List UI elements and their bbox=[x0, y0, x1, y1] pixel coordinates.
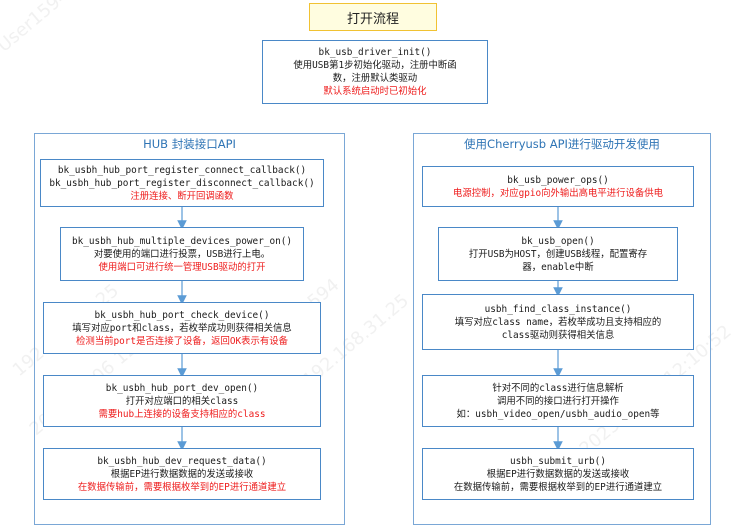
function-name: bk_usbh_hub_multiple_devices_power_on() bbox=[71, 235, 293, 247]
description-text: 打开USB为HOST，创建USB线程，配置寄存 bbox=[468, 248, 648, 260]
note-text: 在数据传输前，需要根据枚举到的EP进行通道建立 bbox=[77, 481, 287, 493]
description-text: 根据EP进行数据数据的发送或接收 bbox=[110, 468, 254, 480]
note-text: 电源控制，对应gpio向外输出高电平进行设备供电 bbox=[452, 187, 664, 199]
description-text: 填写对应port和class，若枚举成功则获得相关信息 bbox=[72, 322, 292, 334]
hub-register-callback-box: bk_usbh_hub_port_register_connect_callba… bbox=[40, 159, 324, 207]
description-text: 器，enable中断 bbox=[522, 261, 594, 273]
function-name: bk_usbh_hub_port_register_disconnect_cal… bbox=[49, 177, 315, 189]
hub-api-group: HUB 封装接口API bbox=[34, 133, 345, 525]
usb-power-ops-box: bk_usb_power_ops() 电源控制，对应gpio向外输出高电平进行设… bbox=[422, 166, 694, 207]
description-text: 填写对应class name，若枚举成功且支持相应的 bbox=[454, 316, 662, 328]
note-text: 检测当前port是否连接了设备，返回OK表示有设备 bbox=[76, 335, 288, 347]
note-text: 默认系统启动时已初始化 bbox=[323, 86, 427, 97]
description-text: 打开对应端口的相关class bbox=[125, 395, 239, 407]
note-text: 需要hub上连接的设备支持相应的class bbox=[98, 408, 266, 420]
description-text: 针对不同的class进行信息解析 bbox=[492, 382, 624, 394]
usb-open-box: bk_usb_open() 打开USB为HOST，创建USB线程，配置寄存 器，… bbox=[438, 227, 678, 281]
group-title: HUB 封装接口API bbox=[143, 137, 236, 151]
note-text: 使用端口可进行统一管理USB驱动的打开 bbox=[98, 261, 266, 273]
function-name: bk_usbh_hub_port_dev_open() bbox=[105, 382, 259, 394]
cherryusb-api-group: 使用Cherryusb API进行驱动开发使用 bbox=[413, 133, 711, 525]
hub-check-device-box: bk_usbh_hub_port_check_device() 填写对应port… bbox=[43, 302, 321, 354]
function-name: bk_usb_power_ops() bbox=[507, 174, 609, 186]
flow-title: 打开流程 bbox=[309, 3, 437, 31]
function-name: usbh_submit_urb() bbox=[510, 455, 606, 467]
driver-init-box: bk_usb_driver_init() 使用USB第1步初始化驱动，注册中断函… bbox=[262, 40, 488, 104]
submit-urb-box: usbh_submit_urb() 根据EP进行数据数据的发送或接收 在数据传输… bbox=[422, 448, 694, 500]
note-text: 注册连接、断开回调函数 bbox=[130, 190, 234, 202]
description-text: 使用USB第1步初始化驱动，注册中断函 bbox=[293, 60, 457, 71]
group-title: 使用Cherryusb API进行驱动开发使用 bbox=[464, 137, 660, 151]
find-class-instance-box: usbh_find_class_instance() 填写对应class nam… bbox=[422, 294, 694, 350]
hub-power-on-box: bk_usbh_hub_multiple_devices_power_on() … bbox=[60, 227, 304, 281]
description-text: 调用不同的接口进行打开操作 bbox=[497, 395, 619, 407]
function-name: bk_usbh_hub_port_register_connect_callba… bbox=[57, 164, 307, 176]
function-name: bk_usb_driver_init() bbox=[318, 47, 432, 58]
description-text: 在数据传输前，需要根据枚举到的EP进行通道建立 bbox=[453, 481, 663, 493]
function-name: usbh_find_class_instance() bbox=[484, 303, 632, 315]
function-name: bk_usbh_hub_port_check_device() bbox=[94, 309, 270, 321]
description-text: 对要使用的端口进行投票，USB进行上电。 bbox=[93, 248, 271, 260]
hub-request-data-box: bk_usbh_hub_dev_request_data() 根据EP进行数据数… bbox=[43, 448, 321, 500]
class-open-box: 针对不同的class进行信息解析 调用不同的接口进行打开操作 如：usbh_vi… bbox=[422, 375, 694, 427]
description-text: 如：usbh_video_open/usbh_audio_open等 bbox=[456, 408, 660, 420]
description-text: 数，注册默认类驱动 bbox=[332, 73, 418, 84]
function-name: bk_usb_open() bbox=[521, 235, 595, 247]
hub-dev-open-box: bk_usbh_hub_port_dev_open() 打开对应端口的相关cla… bbox=[43, 375, 321, 427]
description-text: 根据EP进行数据数据的发送或接收 bbox=[486, 468, 630, 480]
function-name: bk_usbh_hub_dev_request_data() bbox=[97, 455, 267, 467]
description-text: class驱动则获得相关信息 bbox=[501, 329, 615, 341]
